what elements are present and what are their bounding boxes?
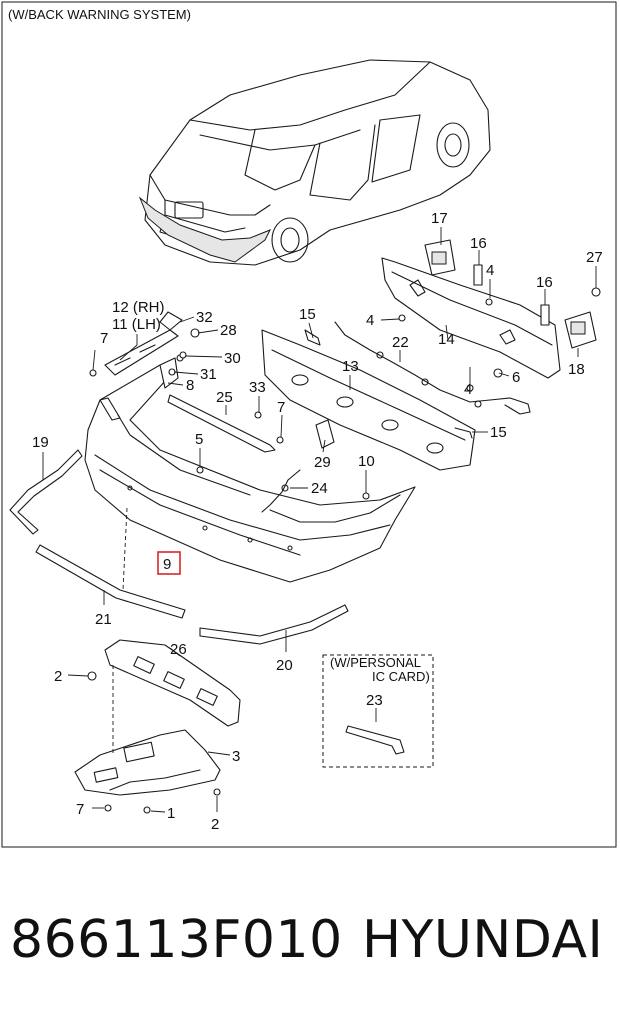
- label-4-b: 4: [464, 381, 472, 398]
- ic-card-note-line2: IC CARD): [372, 669, 430, 684]
- moulding-20: [199, 604, 349, 645]
- bracket-16-b: [540, 304, 550, 326]
- rear-beam-14: [381, 257, 561, 379]
- label-20: 20: [276, 657, 293, 674]
- label-11-lh: 11 (LH): [112, 316, 161, 333]
- under-cover-3: [74, 729, 221, 796]
- garnish-19: [9, 449, 83, 535]
- label-15-top: 15: [299, 306, 316, 323]
- label-13: 13: [342, 358, 359, 375]
- label-16-b: 16: [536, 274, 553, 291]
- label-7-left: 7: [100, 330, 108, 347]
- label-8: 8: [186, 377, 194, 394]
- label-5: 5: [195, 431, 203, 448]
- label-7-mid: 7: [277, 399, 285, 416]
- leader-lines: [42, 227, 597, 813]
- label-24: 24: [311, 480, 328, 497]
- under-cover-26: [104, 639, 241, 727]
- label-16-a: 16: [470, 235, 487, 252]
- moulding-21: [35, 544, 186, 619]
- label-31: 31: [200, 366, 217, 383]
- label-25: 25: [216, 389, 233, 406]
- label-1: 1: [167, 805, 175, 822]
- clip-15-b: [454, 427, 473, 439]
- bracket-11-12: [104, 329, 179, 376]
- part-number: 866113F010: [10, 910, 343, 970]
- bracket-23: [345, 725, 405, 755]
- clip-15-a: [304, 329, 321, 346]
- label-15-right: 15: [490, 424, 507, 441]
- label-3: 3: [232, 748, 240, 765]
- label-21: 21: [95, 611, 112, 628]
- label-33: 33: [249, 379, 266, 396]
- caption-bar: 866113F010 HYUNDAI: [0, 900, 620, 980]
- car-illustration: [138, 59, 491, 266]
- label-26: 26: [170, 641, 187, 658]
- label-28: 28: [220, 322, 237, 339]
- label-4-c: 4: [486, 262, 494, 279]
- wire-24: [261, 469, 301, 513]
- label-2-left: 2: [54, 668, 62, 685]
- brand-name: HYUNDAI: [362, 910, 604, 970]
- label-6: 6: [512, 369, 520, 386]
- label-22: 22: [392, 334, 409, 351]
- highlight-box-9: [157, 551, 181, 575]
- sensor-wiring-22: [334, 321, 531, 415]
- back-warning-note: (W/BACK WARNING SYSTEM): [8, 7, 191, 22]
- parts-diagram: (W/BACK WARNING SYSTEM): [1, 1, 617, 848]
- label-2-bottom: 2: [211, 816, 219, 833]
- label-23: 23: [366, 692, 383, 709]
- label-12-rh: 12 (RH): [112, 299, 165, 316]
- label-9-highlighted: 9: [163, 556, 171, 573]
- label-4-a: 4: [366, 312, 374, 329]
- callout-labels: 7 12 (RH) 11 (LH) 32 28 30 31 8 25 33 7 …: [32, 210, 603, 833]
- label-7-bottom: 7: [76, 801, 84, 818]
- label-10: 10: [358, 453, 375, 470]
- ic-card-box: [322, 654, 434, 768]
- label-17: 17: [431, 210, 448, 227]
- strip-25: [167, 394, 276, 453]
- label-18: 18: [568, 361, 585, 378]
- energy-absorber-13: [261, 329, 476, 471]
- diagram-border: [1, 1, 617, 848]
- label-19: 19: [32, 434, 49, 451]
- label-27: 27: [586, 249, 603, 266]
- label-32: 32: [196, 309, 213, 326]
- fasteners: [87, 287, 601, 814]
- label-14: 14: [438, 331, 455, 348]
- label-29: 29: [314, 454, 331, 471]
- guide-line-b: [122, 507, 128, 591]
- bracket-16-a: [473, 264, 483, 286]
- pad-29: [315, 419, 335, 449]
- label-30: 30: [224, 350, 241, 367]
- ic-card-note-line1: (W/PERSONAL: [330, 655, 421, 670]
